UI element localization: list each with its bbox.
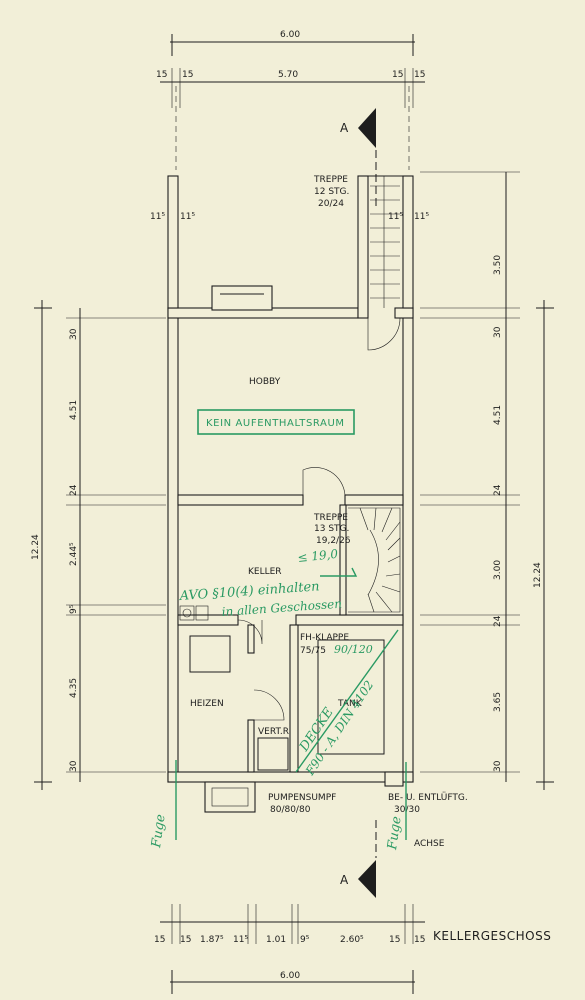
- fh-size-label: 75/75: [300, 646, 326, 656]
- keller-label: KELLER: [248, 567, 282, 577]
- boiler-unit: [189, 635, 231, 673]
- right-dim-7: 3.65: [493, 692, 503, 712]
- top-dim-3: 5.70: [278, 70, 298, 80]
- bottom-dimension-chain: 15 15 1.87⁵ 11⁵ 1.01 9⁵ 2.60⁵ 15 15 6.00: [154, 904, 425, 994]
- stair-mid: [348, 507, 401, 613]
- mid-dim-2: 11⁵: [180, 212, 195, 222]
- bottom-dim-3: 1.87⁵: [200, 935, 224, 945]
- mid-dimension-marks: 11⁵ 11⁵ 11⁵ 11⁵: [150, 212, 429, 222]
- right-dimension-chain: 12.24 3.50 30 4.51 24 3.00 24 3.65 30: [420, 171, 554, 790]
- top-dim-5: 15: [414, 70, 425, 80]
- right-dim-3: 4.51: [493, 405, 503, 425]
- fuge-left: Fuge: [149, 813, 169, 849]
- left-dim-7: 30: [69, 760, 79, 772]
- heizen-label: HEIZEN: [190, 699, 224, 709]
- mid-dim-4: 11⁵: [414, 212, 429, 222]
- bottom-dim-6: 9⁵: [300, 935, 310, 945]
- treppe-mid-label-3: 19,2/26: [316, 536, 351, 546]
- decke-slash: [295, 629, 399, 773]
- top-dimension-chain: 6.00 15 15 5.70 15 15: [156, 30, 425, 170]
- bottom-dim-9: 15: [414, 935, 425, 945]
- bottom-dim-7: 2.60⁵: [340, 935, 364, 945]
- bottom-dim-5: 1.01: [266, 935, 286, 945]
- right-overall-dim: 12.24: [533, 562, 543, 588]
- right-dim-5: 3.00: [493, 560, 503, 580]
- left-dimension-chain: 12.24 30 4.51 24 2.44⁵ 9⁵ 4.35 30: [31, 300, 166, 790]
- fixtures: [179, 605, 385, 771]
- bottom-dim-4: 11⁵: [233, 935, 248, 945]
- treppe-top-label-2: 12 STG.: [314, 187, 349, 197]
- bottom-dim-1: 15: [154, 935, 165, 945]
- right-dim-6: 24: [493, 615, 503, 627]
- stair-note: ≤ 19,0: [297, 547, 339, 565]
- right-dim-8: 30: [493, 760, 503, 772]
- fh-klappe-label: FH-KLAPPE: [300, 633, 349, 643]
- pumpe-label-2: 80/80/80: [270, 805, 311, 815]
- oil-tank: [317, 639, 385, 755]
- room-labels: TREPPE 12 STG. 20/24 HOBBY KEIN AUFENTHA…: [190, 175, 468, 849]
- drawing-title: KELLERGESCHOSS: [433, 929, 551, 943]
- section-letter-bottom: A: [340, 873, 349, 887]
- treppe-mid-label-2: 13 STG.: [314, 524, 349, 534]
- right-dim-1: 3.50: [493, 255, 503, 275]
- section-letter-top: A: [340, 121, 349, 135]
- left-overall-dim: 12.24: [31, 534, 41, 560]
- right-dim-4: 24: [493, 484, 503, 496]
- right-dim-2: 30: [493, 326, 503, 338]
- building-walls: [167, 175, 414, 813]
- treppe-top-label-1: TREPPE: [313, 175, 348, 185]
- stair-top: [367, 176, 401, 351]
- top-overall-dim: 6.00: [280, 30, 300, 40]
- doors: [237, 467, 346, 721]
- bottom-dim-2: 15: [180, 935, 191, 945]
- vert-label: VERT.R.: [258, 727, 292, 737]
- tank-label: TANK: [337, 699, 363, 709]
- section-marker-bottom: A: [340, 820, 377, 898]
- top-dim-2: 15: [182, 70, 193, 80]
- fh-note: 90/120: [334, 643, 373, 656]
- hobby-label: HOBBY: [249, 377, 281, 387]
- left-dim-4: 2.44⁵: [69, 542, 79, 566]
- stamp-frame: [197, 409, 355, 435]
- section-arrow-icon: [358, 860, 376, 898]
- top-dim-1: 15: [156, 70, 167, 80]
- fuge-right: Fuge: [385, 815, 405, 851]
- distribution-box: [257, 737, 289, 771]
- mid-dim-1: 11⁵: [150, 212, 165, 222]
- achse-label: ACHSE: [414, 839, 445, 849]
- bottom-overall-dim: 6.00: [280, 971, 300, 981]
- section-arrow-icon: [358, 108, 376, 148]
- left-dim-6: 4.35: [69, 678, 79, 698]
- left-dim-3: 24: [69, 484, 79, 496]
- left-dim-2: 4.51: [69, 400, 79, 420]
- top-dim-4: 15: [392, 70, 403, 80]
- left-dim-5: 9⁵: [69, 604, 79, 614]
- stamp-text: KEIN AUFENTHALTSRAUM: [206, 418, 345, 429]
- treppe-mid-label-1: TREPPE: [313, 513, 348, 523]
- pumpe-label-1: PUMPENSUMPF: [268, 793, 336, 803]
- belueft-label-2: 30/30: [394, 805, 420, 815]
- stair-arrow: [320, 567, 358, 577]
- left-dim-1: 30: [69, 328, 79, 340]
- treppe-top-label-3: 20/24: [318, 199, 344, 209]
- bottom-dim-8: 15: [389, 935, 400, 945]
- mid-dim-3: 11⁵: [388, 212, 403, 222]
- belueft-label-1: BE- U. ENTLÜFTG.: [388, 792, 468, 803]
